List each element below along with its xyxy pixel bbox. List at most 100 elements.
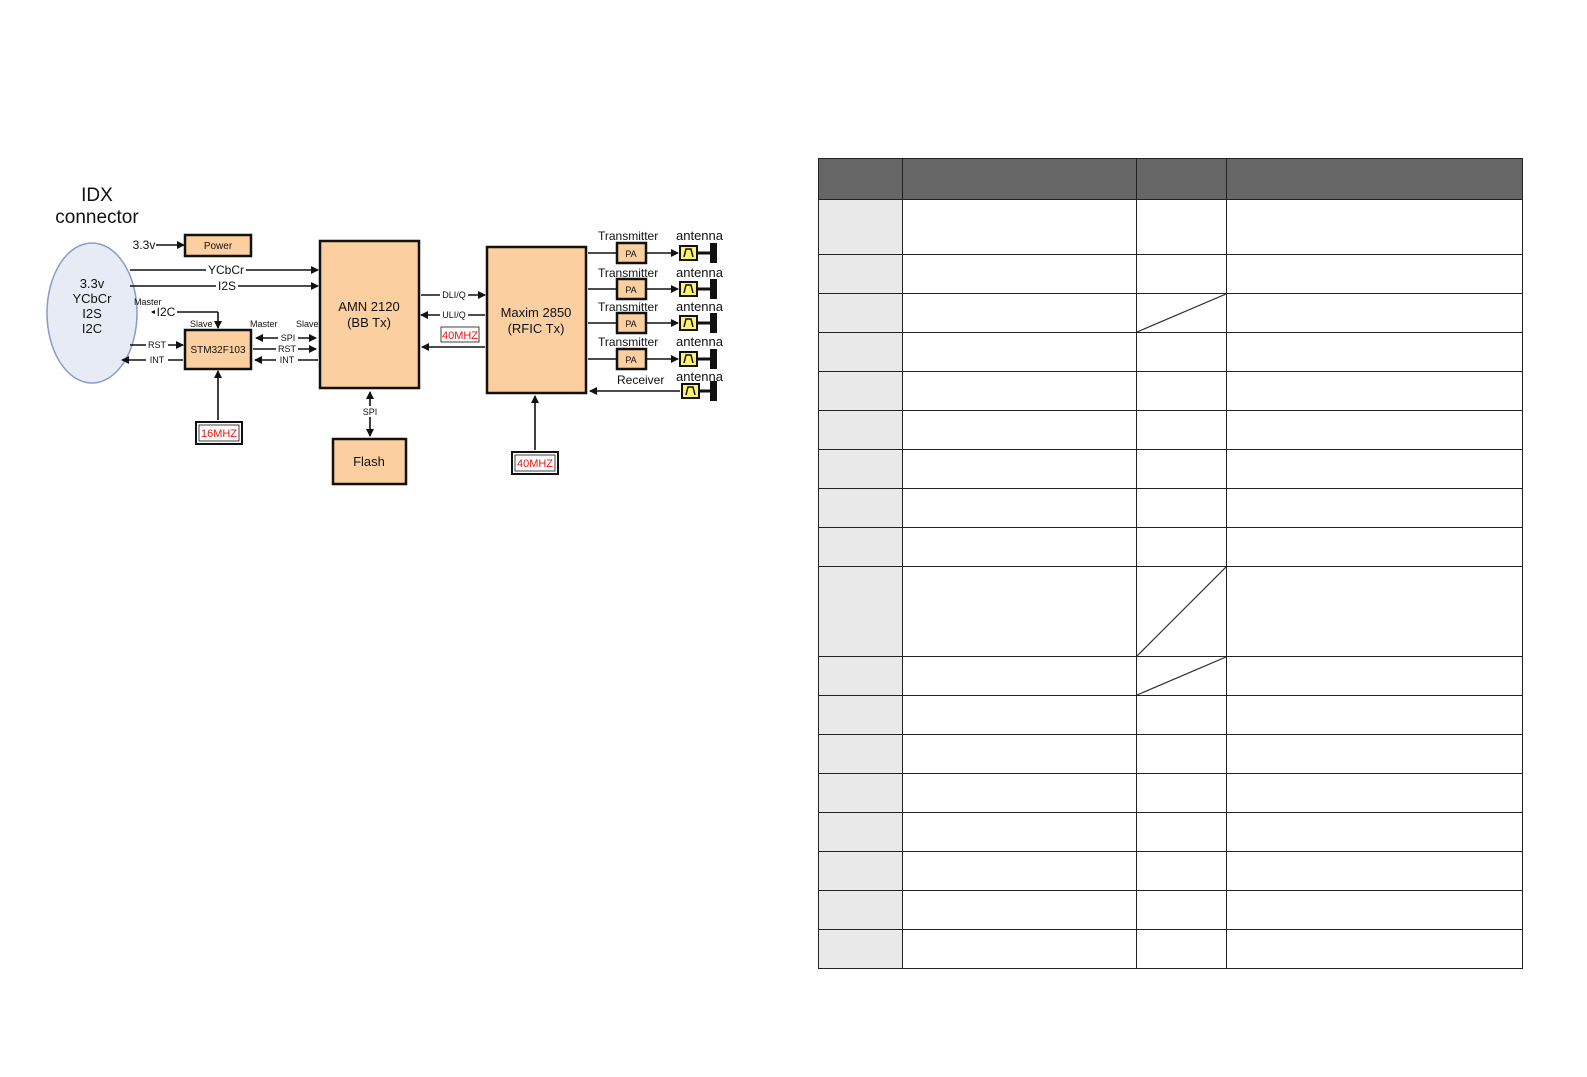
power-label: Power	[204, 241, 233, 252]
dl-iq-bg	[440, 289, 468, 300]
table-header-cell	[1226, 158, 1523, 200]
table-cell	[1136, 410, 1227, 450]
flash-spi-label: SPI	[363, 407, 378, 417]
table-cell	[902, 656, 1137, 696]
table-cell	[1136, 773, 1227, 813]
spi-text-bg	[278, 332, 298, 343]
bb-block	[318, 239, 421, 390]
table-cell	[1226, 695, 1523, 735]
table-cell	[902, 410, 1137, 450]
table-cell	[1136, 199, 1227, 255]
idx-connector	[46, 242, 138, 384]
filter-icon-shape	[683, 284, 694, 294]
table-cell	[902, 890, 1137, 930]
table-cell	[1226, 527, 1523, 567]
table-cell	[1136, 527, 1227, 567]
pa-label: PA	[625, 355, 636, 365]
antenna-role: Transmitter	[598, 300, 658, 314]
table-cell	[902, 929, 1137, 969]
table-row	[818, 199, 1523, 255]
antenna-chain-2: Transmitter antenna PA	[588, 265, 724, 301]
filter-icon	[679, 281, 698, 297]
table-cell	[1136, 656, 1227, 696]
rst-text-bg	[146, 339, 168, 350]
dl-iq-label: DLI/Q	[442, 290, 466, 300]
rst2-text-bg	[276, 343, 298, 354]
antenna-icon	[710, 243, 717, 263]
table-row	[818, 254, 1523, 294]
power-text-bg	[132, 238, 156, 252]
clk-mcu-inner	[198, 424, 240, 442]
table-cell	[1226, 488, 1523, 528]
signal-3v3: 3.3v	[133, 238, 156, 252]
table-cell	[1136, 293, 1227, 333]
filter-icon-shape	[683, 354, 694, 364]
table-cell	[902, 566, 1137, 657]
flash-block	[331, 437, 408, 486]
table-cell	[1136, 890, 1227, 930]
int2-text-bg	[276, 354, 298, 365]
connector-signal: YCbCr	[72, 291, 112, 306]
table-cell	[1226, 929, 1523, 969]
flash-spi-bg	[360, 406, 380, 417]
antenna-role: Transmitter	[598, 266, 658, 280]
bb-line1: AMN 2120	[338, 299, 399, 314]
table-cell	[818, 371, 903, 411]
antenna-word: antenna	[676, 265, 724, 280]
antenna-word: antenna	[676, 334, 724, 349]
table-row	[818, 929, 1523, 969]
filter-icon	[679, 245, 698, 261]
table-row	[818, 890, 1523, 930]
antenna-icon	[710, 349, 717, 369]
idx-title-line2: connector	[55, 207, 139, 228]
table-cell	[818, 734, 903, 774]
antenna-role: Transmitter	[598, 335, 658, 349]
table-cell	[902, 851, 1137, 891]
table-cell	[902, 449, 1137, 489]
table-cell	[818, 488, 903, 528]
table-row	[818, 527, 1523, 567]
filter-icon-shape	[685, 386, 696, 396]
table-cell	[902, 488, 1137, 528]
table-cell	[818, 890, 903, 930]
antenna-chain-4: Transmitter antenna PA	[588, 334, 724, 371]
table-cell	[818, 332, 903, 372]
table-cell	[1136, 332, 1227, 372]
table-cell	[1136, 851, 1227, 891]
table-cell	[902, 695, 1137, 735]
table-cell	[1226, 566, 1523, 657]
table-cell	[1136, 371, 1227, 411]
mcu-label: STM32F103	[190, 345, 245, 356]
flash-label: Flash	[353, 454, 385, 469]
table-row	[818, 449, 1523, 489]
mcu-master-label: Master	[250, 319, 278, 329]
antenna-icon	[710, 313, 717, 333]
ul-iq-label: ULI/Q	[442, 310, 466, 320]
filter-icon	[679, 315, 698, 331]
clk-mcu-label: 16MHZ	[201, 428, 237, 440]
table-cell	[1226, 890, 1523, 930]
filter-icon-shape	[683, 318, 694, 328]
rst-label: RST	[148, 340, 167, 350]
antenna-icon	[710, 381, 717, 401]
rst-label-2: RST	[278, 344, 297, 354]
ul-iq-bg	[440, 309, 468, 320]
table-cell	[902, 734, 1137, 774]
table-cell	[818, 773, 903, 813]
int-text-bg	[146, 354, 168, 365]
table-header-row	[818, 158, 1523, 200]
signal-i2c: I2C	[157, 305, 176, 319]
table-header-cell	[902, 158, 1137, 200]
clk-rf-inner	[514, 454, 556, 472]
table-cell	[818, 449, 903, 489]
table-cell	[1136, 566, 1227, 657]
table-cell	[818, 199, 903, 255]
table-cell	[1226, 851, 1523, 891]
antenna-icon	[710, 279, 717, 299]
antenna-word: antenna	[676, 228, 724, 243]
table-row	[818, 734, 1523, 774]
table-cell	[1226, 410, 1523, 450]
block-diagram: IDX connector 3.3v YCbCr I2S I2C 3.3v Po…	[46, 185, 724, 486]
antenna-role: Transmitter	[598, 229, 658, 243]
table-row	[818, 332, 1523, 372]
